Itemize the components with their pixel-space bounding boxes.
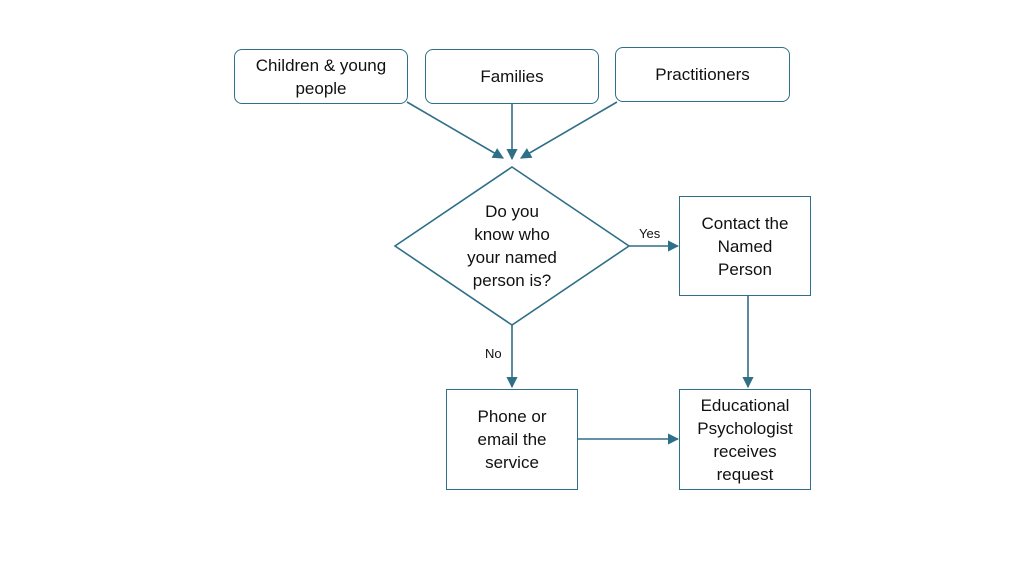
- no-label: No: [485, 346, 502, 361]
- audience-practitioners: Practitioners: [615, 47, 790, 102]
- step-psychologist-label: Educational Psychologist receives reques…: [697, 395, 793, 484]
- audience-children-label: Children & young people: [255, 55, 387, 98]
- step-contact-label: Contact the Named Person: [701, 213, 789, 279]
- step-educational-psychologist: Educational Psychologist receives reques…: [679, 389, 811, 490]
- yes-label: Yes: [639, 226, 661, 241]
- step-phone-label: Phone or email the service: [477, 407, 547, 472]
- arrow-practitioners-to-decision: [520, 101, 618, 159]
- step-phone-email-service: Phone or email the service: [446, 389, 578, 490]
- decision-question: Do you know who your named person is?: [467, 202, 557, 290]
- arrow-children-to-decision: [406, 101, 504, 159]
- audience-families-label: Families: [480, 67, 544, 86]
- audience-families: Families: [425, 49, 599, 104]
- audience-practitioners-label: Practitioners: [655, 65, 750, 84]
- audience-children-young-people: Children & young people: [234, 49, 408, 104]
- step-contact-named-person: Contact the Named Person: [679, 196, 811, 296]
